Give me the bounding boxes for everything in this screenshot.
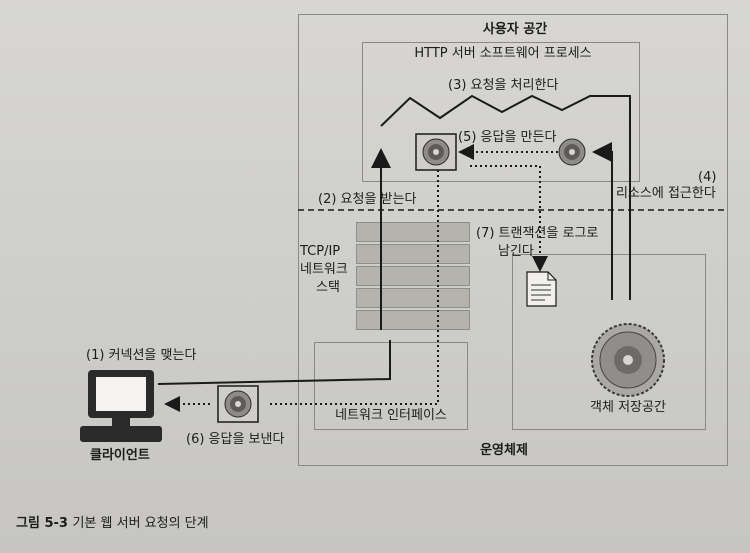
step-6-label: (6) 응답을 보낸다 [186,432,285,447]
network-interface-label: 네트워크 인터페이스 [335,408,447,423]
resource-return-path [592,142,613,300]
step-4-number: (4) [698,170,717,185]
gear-icon [217,385,259,423]
step-7-label-2: 남긴다 [498,244,534,259]
tcpip-label-3: 스택 [316,280,340,295]
os-title: 운영체제 [480,443,528,458]
figure-number: 그림 5-3 [16,516,68,531]
object-storage-box [512,254,706,430]
object-storage-label: 객체 저장공간 [590,400,666,415]
step-3-label: (3) 요청을 처리한다 [448,78,559,93]
gear-icon [558,138,586,166]
request-path [157,340,391,385]
document-icon [526,271,557,307]
step-5-label: (5) 응답을 만든다 [458,130,557,145]
user-space-box [298,14,728,210]
tcpip-stack [356,222,470,330]
step-7-label-1: (7) 트랜잭션을 로그로 [476,226,599,241]
stack-layer [356,288,470,308]
saw-disk-icon [591,323,665,397]
figure-caption: 그림 5-3 기본 웹 서버 요청의 단계 [16,512,209,531]
step-2-label: (2) 요청을 받는다 [318,192,417,207]
step-1-label: (1) 커넥션을 맺는다 [86,348,197,363]
response-path [270,170,439,405]
client-label: 클라이언트 [90,448,150,463]
processing-path [380,94,631,300]
user-space-title: 사용자 공간 [482,22,548,37]
stack-layer [356,266,470,286]
stack-layer [356,310,470,330]
tcpip-label-1: TCP/IP [300,244,341,259]
os-box [298,210,728,466]
log-arrow [470,165,548,272]
tcpip-label-2: 네트워크 [300,262,348,277]
stack-layer [356,222,470,242]
gear-icon [415,133,457,171]
step-4-label: 리소스에 접근한다 [616,186,716,201]
monitor-icon [80,370,162,442]
figure-title: 기본 웹 서버 요청의 단계 [72,516,209,531]
http-process-box [362,42,640,182]
http-process-title: HTTP 서버 소프트웨어 프로세스 [414,46,592,61]
stack-layer [356,244,470,264]
